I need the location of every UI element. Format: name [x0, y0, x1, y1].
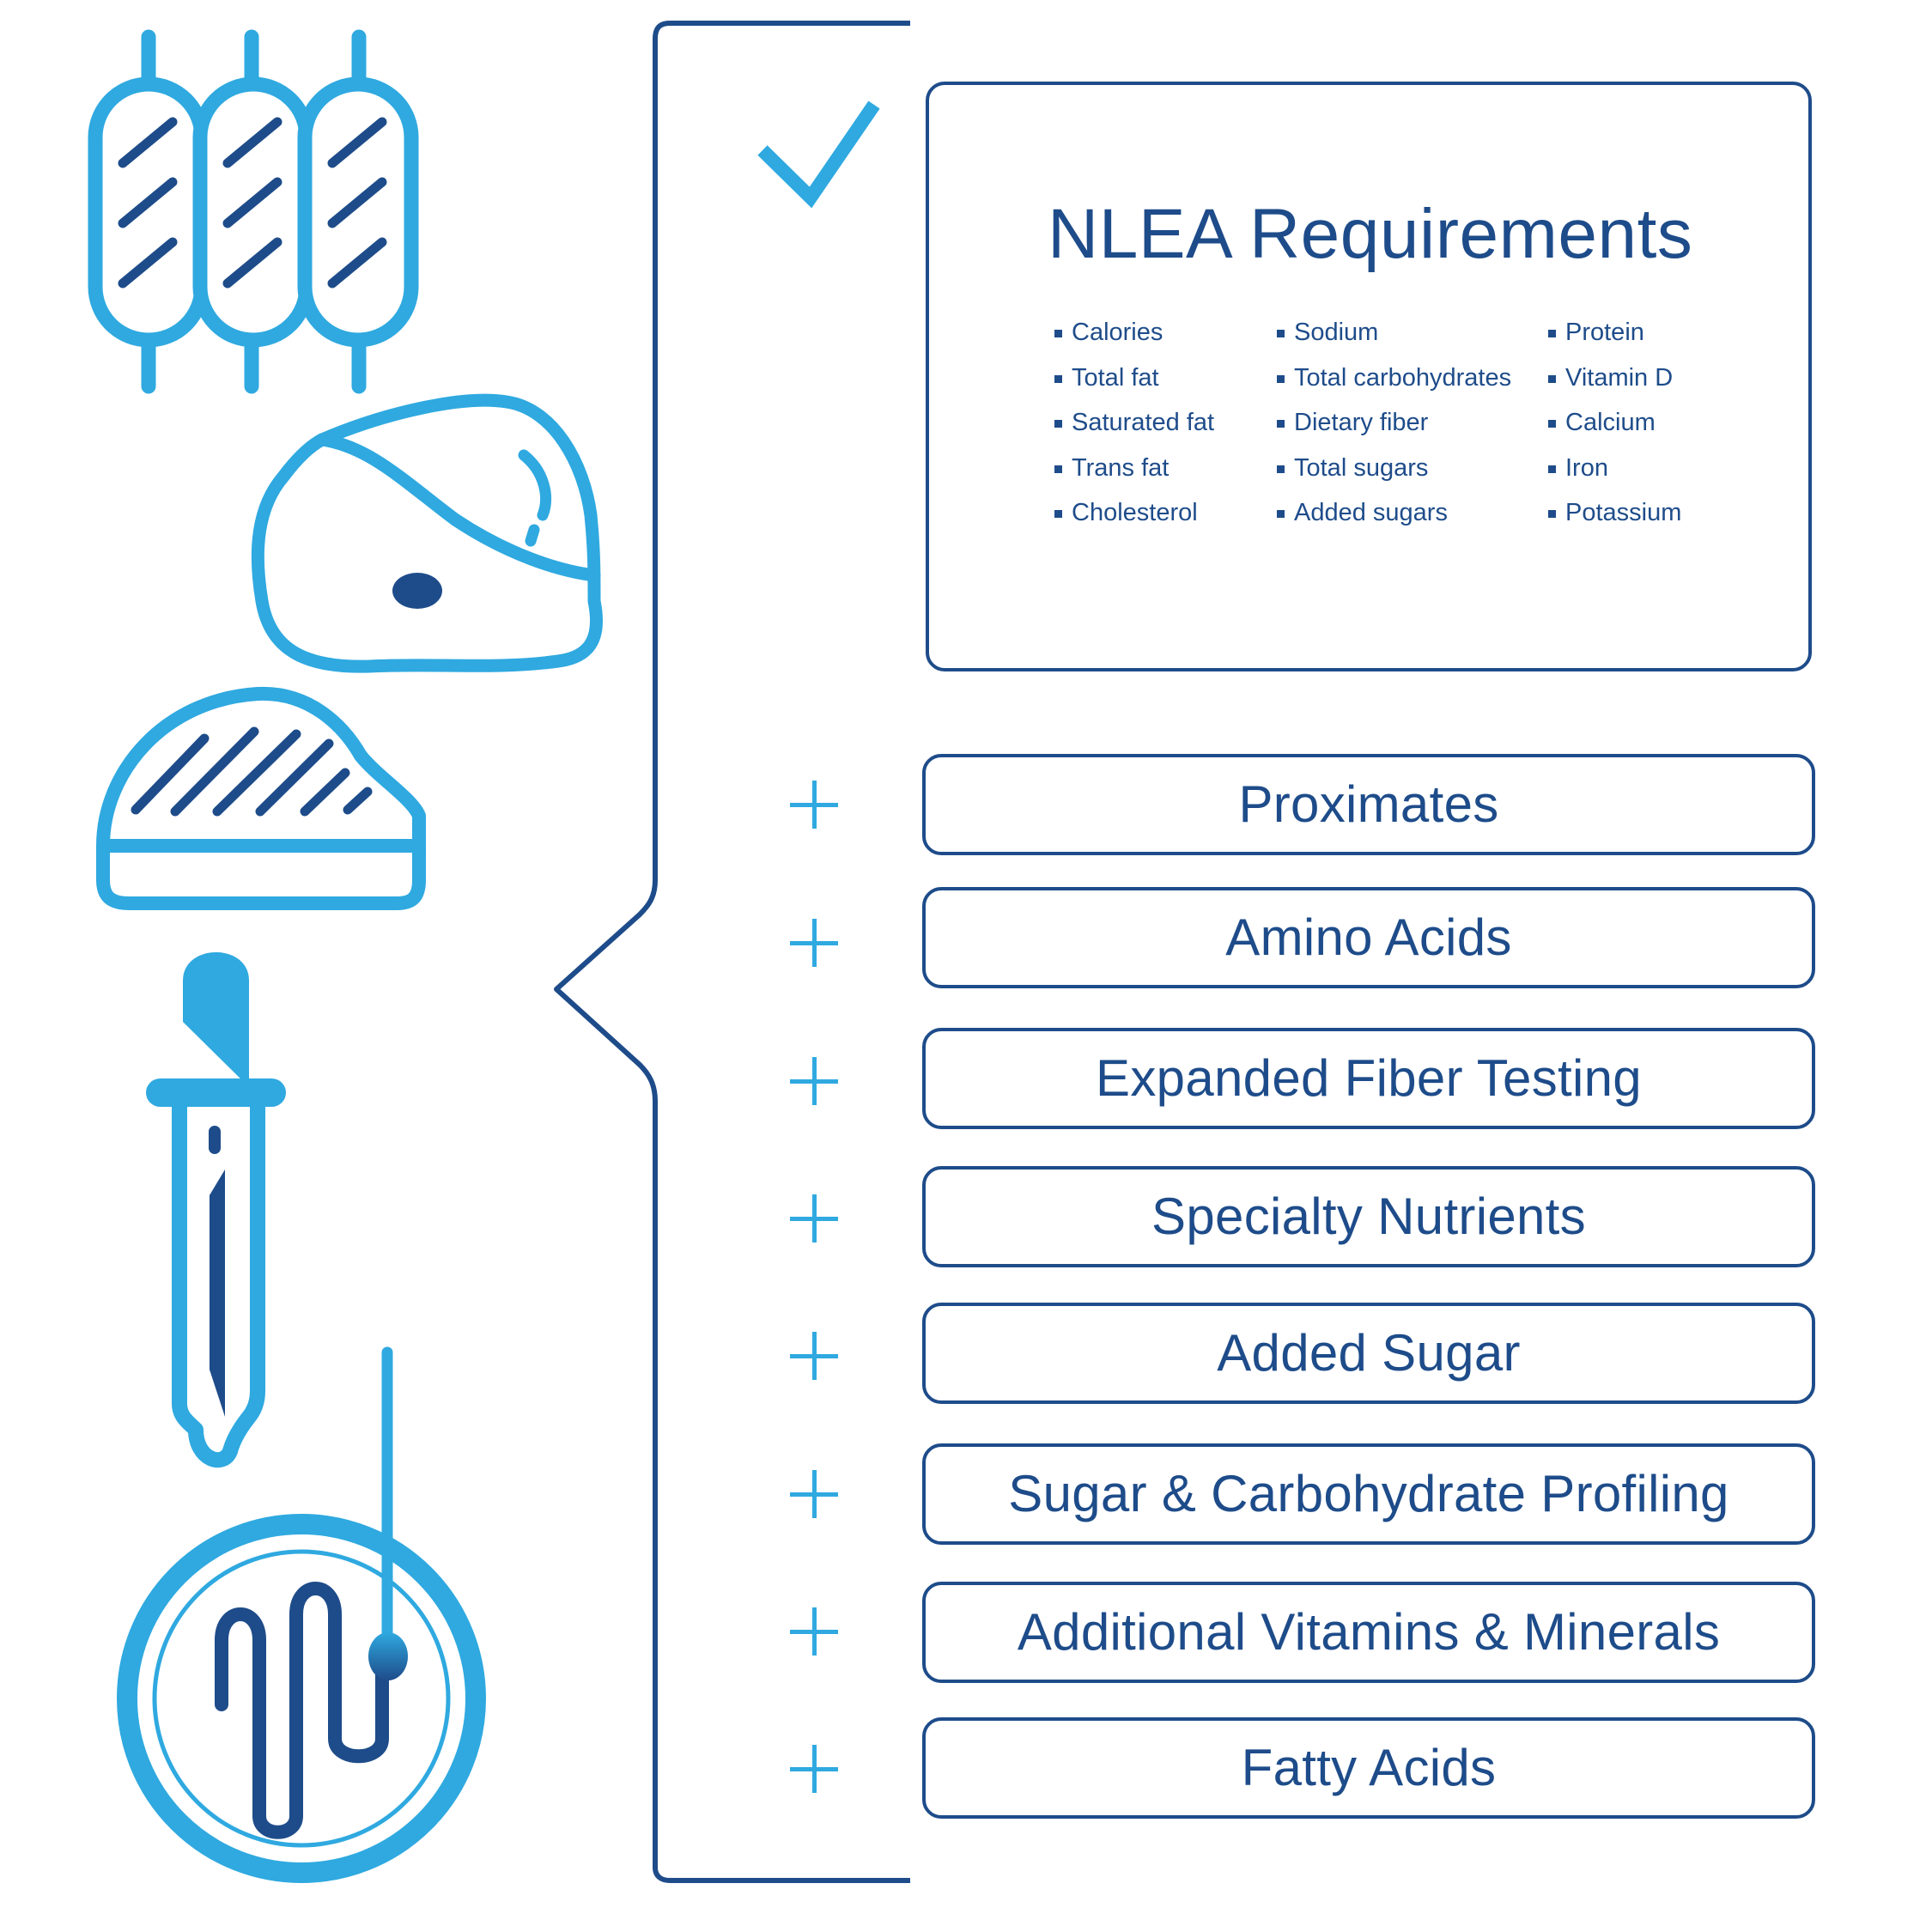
option-proximates: Proximates: [922, 754, 1815, 855]
dropper-icon: [146, 952, 286, 1468]
requirements-column-1: Calories Total fat Saturated fat Trans f…: [1054, 320, 1214, 546]
requirement-item: Iron: [1548, 455, 1681, 501]
requirement-item: Calcium: [1548, 410, 1681, 456]
plus-icon: [790, 1470, 838, 1518]
bullet-icon: [1548, 465, 1556, 473]
requirement-item: Trans fat: [1054, 455, 1214, 501]
plus-icon: [790, 1194, 838, 1242]
bullet-icon: [1548, 330, 1556, 337]
option-fatty-acids: Fatty Acids: [922, 1717, 1815, 1819]
bullet-icon: [1277, 420, 1285, 428]
bracket-icon: [554, 21, 910, 1883]
petri-dish-icon: [117, 1346, 486, 1883]
option-label: Amino Acids: [1225, 908, 1512, 966]
bullet-icon: [1548, 510, 1556, 518]
bullet-icon: [1054, 465, 1062, 473]
requirement-item: Saturated fat: [1054, 410, 1214, 456]
bullet-icon: [1054, 510, 1062, 518]
requirement-item: Total fat: [1054, 365, 1214, 411]
requirement-item: Potassium: [1548, 501, 1681, 546]
nlea-requirements-card: [926, 82, 1812, 671]
requirements-column-3: Protein Vitamin D Calcium Iron Potassium: [1548, 320, 1681, 546]
option-expanded-fiber-testing: Expanded Fiber Testing: [922, 1028, 1815, 1129]
option-label: Expanded Fiber Testing: [1096, 1049, 1642, 1107]
bullet-icon: [1277, 510, 1285, 518]
plus-icon: [790, 919, 838, 967]
option-label: Added Sugar: [1217, 1324, 1521, 1382]
requirement-item: Dietary fiber: [1277, 410, 1511, 456]
requirements-column-2: Sodium Total carbohydrates Dietary fiber…: [1277, 320, 1511, 546]
option-additional-vitamins-minerals: Additional Vitamins & Minerals: [922, 1582, 1815, 1683]
bullet-icon: [1277, 330, 1285, 337]
bullet-icon: [1548, 420, 1556, 428]
plus-icon: [790, 1745, 838, 1793]
requirement-item: Total carbohydrates: [1277, 365, 1511, 411]
plus-icon: [790, 1057, 838, 1105]
requirement-item: Sodium: [1277, 320, 1511, 366]
option-label: Additional Vitamins & Minerals: [1017, 1603, 1721, 1661]
option-amino-acids: Amino Acids: [922, 887, 1815, 988]
requirement-item: Protein: [1548, 320, 1681, 366]
requirement-item: Vitamin D: [1548, 365, 1681, 411]
meat-icon: [251, 393, 604, 673]
option-added-sugar: Added Sugar: [922, 1303, 1815, 1404]
option-label: Fatty Acids: [1241, 1739, 1497, 1796]
requirement-item: Cholesterol: [1054, 501, 1214, 546]
wheat-icon: [88, 29, 419, 394]
plus-icon: [790, 1332, 838, 1380]
option-label: Specialty Nutrients: [1151, 1188, 1586, 1245]
bullet-icon: [1054, 330, 1062, 337]
option-sugar-carbohydrate-profiling: Sugar & Carbohydrate Profiling: [922, 1443, 1815, 1545]
bullet-icon: [1277, 465, 1285, 473]
requirement-item: Calories: [1054, 320, 1214, 366]
bullet-icon: [1277, 374, 1285, 383]
option-label: Sugar & Carbohydrate Profiling: [1008, 1465, 1729, 1522]
bread-slice-icon: [96, 686, 426, 910]
nlea-requirements-title: NLEA Requirements: [1048, 195, 1693, 273]
plus-icon: [790, 781, 838, 829]
bullet-icon: [1548, 374, 1556, 383]
requirement-item: Total sugars: [1277, 455, 1511, 501]
bullet-icon: [1054, 420, 1062, 428]
option-label: Proximates: [1238, 775, 1499, 833]
checkmark-icon: [757, 100, 880, 209]
plus-icon: [790, 1607, 838, 1656]
requirement-item: Added sugars: [1277, 501, 1511, 546]
option-specialty-nutrients: Specialty Nutrients: [922, 1166, 1815, 1267]
bullet-icon: [1054, 374, 1062, 383]
